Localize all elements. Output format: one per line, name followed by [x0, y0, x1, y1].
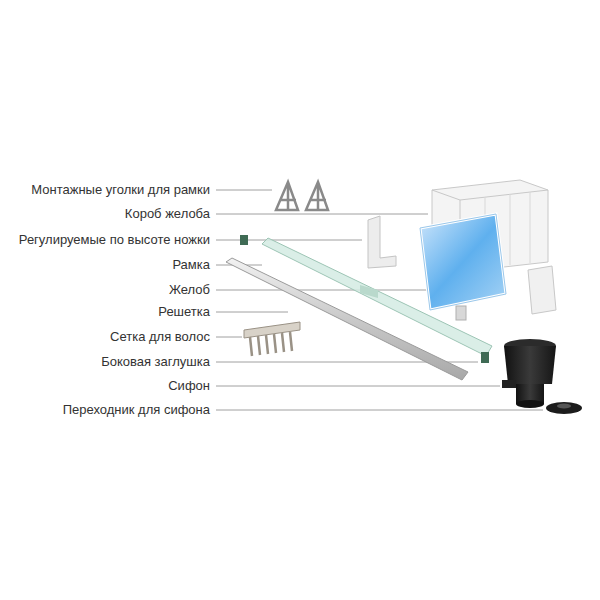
part-label: Боковая заглушка	[101, 354, 210, 370]
siphon-adapter	[546, 402, 582, 414]
siphon	[502, 339, 556, 408]
leader-lines	[216, 190, 543, 410]
part-label: Сифон	[168, 378, 210, 394]
part-label: Монтажные уголки для рамки	[31, 182, 210, 198]
part-label: Короб желоба	[125, 206, 210, 222]
part-label: Регулируемые по высоте ножки	[19, 232, 210, 248]
frame	[262, 238, 492, 356]
end-clips	[240, 235, 489, 363]
mounting-angles	[276, 182, 328, 210]
hair-net	[244, 322, 300, 356]
part-label: Желоб	[169, 282, 210, 298]
part-label: Рамка	[172, 257, 210, 273]
adjustable-leg	[368, 216, 396, 268]
part-label: Сетка для волос	[110, 329, 210, 345]
part-label: Решетка	[158, 304, 210, 320]
gutter-channel	[420, 214, 506, 320]
part-label: Переходник для сифона	[63, 402, 210, 418]
